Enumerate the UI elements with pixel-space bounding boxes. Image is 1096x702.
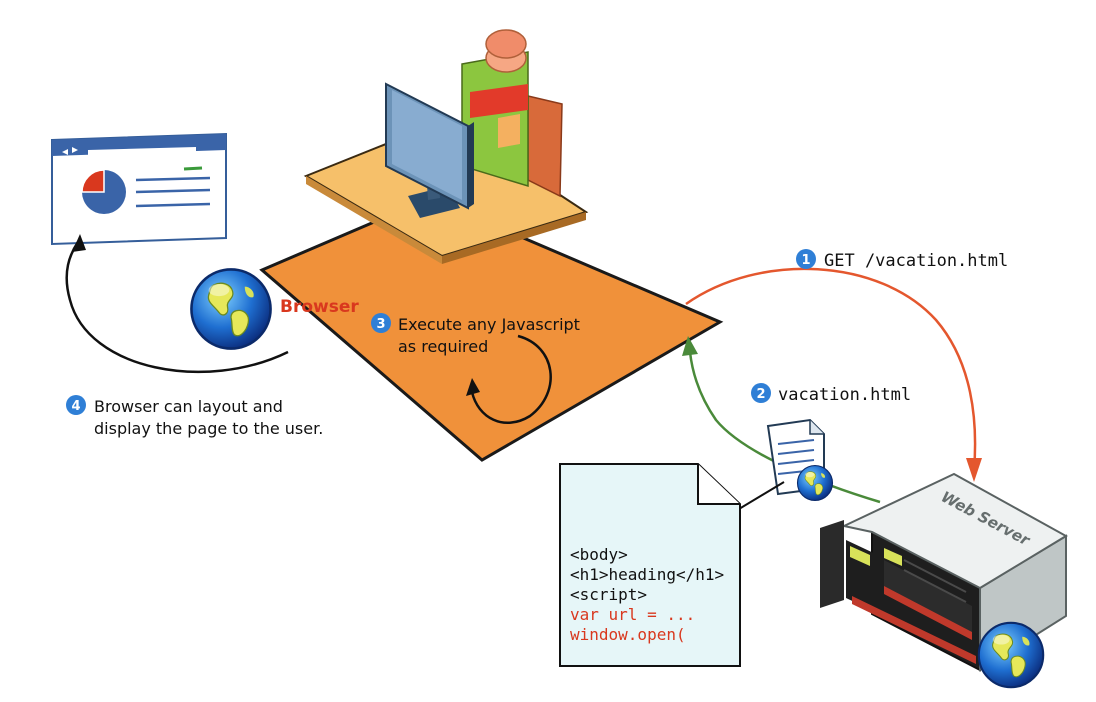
request-arrow: [685, 267, 977, 471]
step-3-line1: Execute any Javascript: [398, 315, 580, 334]
step-4-badge: [66, 395, 86, 415]
code-line: <h1>heading</h1>: [570, 565, 724, 584]
step-1-number: 1: [801, 253, 810, 268]
code-connector: [733, 481, 785, 513]
code-line: var url = ...: [570, 605, 695, 624]
step-4-annotation: 4 Browser can layout and display the pag…: [66, 395, 323, 438]
server-globe-icon: [977, 621, 1045, 689]
document-icon: [766, 418, 825, 496]
execute-loop-arrowhead: [466, 378, 480, 396]
step-4-line2: display the page to the user.: [94, 419, 323, 438]
execute-loop-arrow: [470, 334, 552, 425]
globe-icon: [190, 268, 272, 350]
browser-window-icon: [51, 132, 227, 246]
step-3-annotation: 3 Execute any Javascript as required: [371, 313, 580, 356]
browser-label: Browser: [280, 297, 359, 317]
step-2-badge: [751, 383, 771, 403]
web-server-icon: [840, 472, 1068, 672]
step-2-number: 2: [756, 387, 765, 402]
step-2-annotation: 2 vacation.html: [751, 383, 911, 405]
code-lines: <body><h1>heading</h1><script>var url = …: [570, 545, 724, 644]
person-icon: [461, 29, 563, 198]
code-line: window.open(: [570, 625, 686, 644]
step-3-number: 3: [376, 317, 385, 332]
display-arrowhead: [72, 234, 86, 252]
code-line: <body>: [570, 545, 628, 564]
step-4-number: 4: [71, 399, 80, 414]
response-arrow: [688, 351, 881, 504]
document-globe-icon: [796, 464, 834, 502]
step-4-line1: Browser can layout and: [94, 397, 283, 416]
step-1-badge: [796, 249, 816, 269]
step-3-badge: [371, 313, 391, 333]
step-3-line2: as required: [398, 337, 488, 356]
display-arrow: [65, 241, 289, 374]
response-arrowhead: [682, 336, 698, 356]
pie-chart-icon: [81, 169, 126, 214]
step-1-text: GET /vacation.html: [824, 251, 1008, 271]
code-document: [559, 463, 741, 667]
server-red-strip: [852, 596, 976, 664]
step-2-text: vacation.html: [778, 385, 911, 405]
request-arrowhead: [966, 458, 982, 482]
server-side-panel: [820, 520, 844, 608]
monitor-icon: [385, 82, 474, 218]
code-line: <script>: [570, 585, 647, 604]
server-display: [850, 546, 870, 566]
step-1-annotation: 1 GET /vacation.html: [796, 249, 1008, 271]
